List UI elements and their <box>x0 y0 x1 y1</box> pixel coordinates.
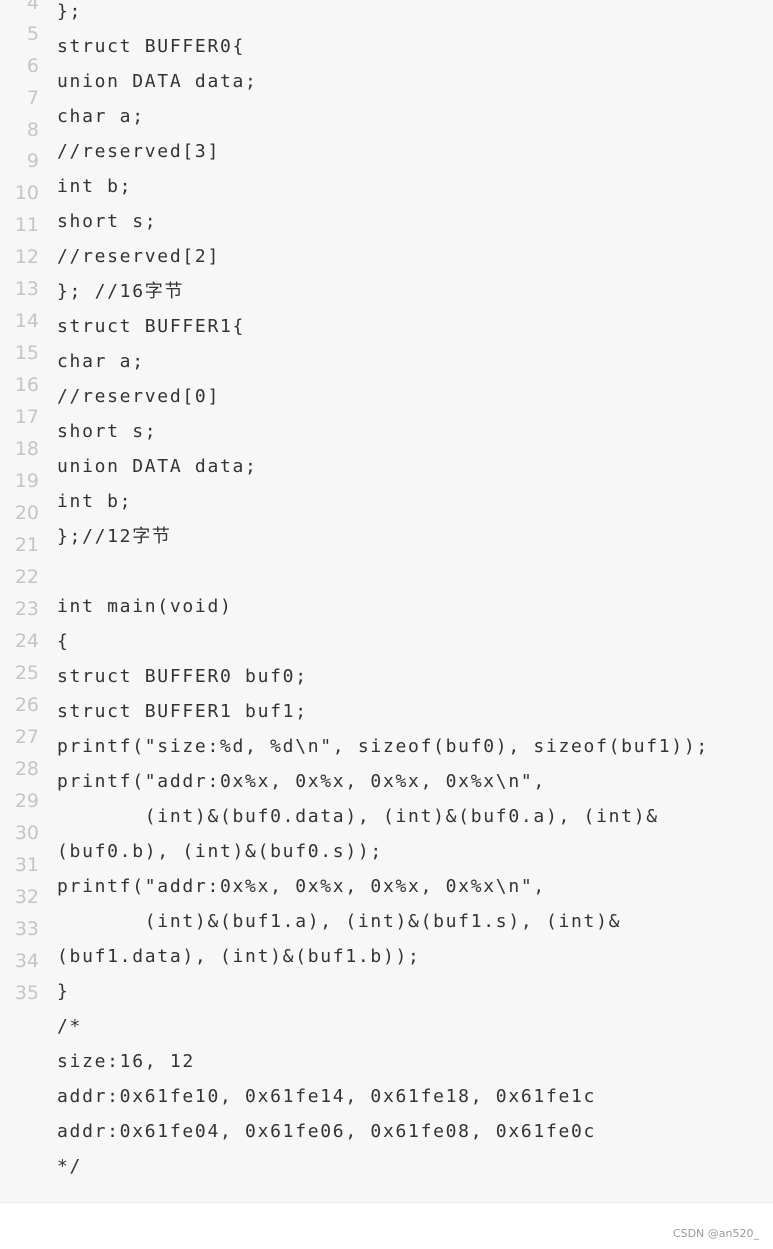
code-line: (int)&(buf0.data), (int)&(buf0.a), (int)… <box>57 806 659 827</box>
code-line: //reserved[2] <box>57 246 220 267</box>
line-number: 21 <box>14 534 39 556</box>
line-number: 24 <box>14 630 39 652</box>
csdn-watermark: CSDN @an520_ <box>672 1227 759 1240</box>
code-line: struct BUFFER0{ <box>57 36 246 57</box>
line-number: 33 <box>14 918 39 940</box>
line-number: 15 <box>14 342 39 364</box>
line-number: 16 <box>14 374 39 396</box>
line-number: 27 <box>14 726 39 748</box>
line-number: 25 <box>14 662 39 684</box>
code-line: */ <box>57 1156 83 1177</box>
line-number: 6 <box>26 55 39 77</box>
code-line: union DATA data; <box>57 71 258 92</box>
code-line: } <box>57 981 70 1002</box>
code-line: struct BUFFER1{ <box>57 316 246 337</box>
line-number: 28 <box>14 758 39 780</box>
line-number: 29 <box>14 790 39 812</box>
line-number: 9 <box>26 150 39 172</box>
code-line: (buf0.b), (int)&(buf0.s)); <box>57 841 383 862</box>
line-number: 17 <box>14 406 39 428</box>
line-number: 18 <box>14 438 39 460</box>
line-number: 19 <box>14 470 39 492</box>
line-number: 12 <box>14 246 39 268</box>
line-number: 8 <box>26 119 39 141</box>
code-line: int b; <box>57 491 133 512</box>
line-number: 30 <box>14 822 39 844</box>
line-number: 7 <box>26 87 39 109</box>
code-line: //reserved[3] <box>57 141 220 162</box>
line-number: 13 <box>14 278 39 300</box>
code-line: }; //16字节 <box>57 281 185 302</box>
code-line: struct BUFFER1 buf1; <box>57 701 308 722</box>
line-number: 20 <box>14 502 39 524</box>
line-number: 35 <box>14 982 39 1004</box>
code-line: //reserved[0] <box>57 386 220 407</box>
code-line: int main(void) <box>57 596 233 617</box>
line-number-gutter: 4 5 6 7 8 9 10 11 12 13 14 15 16 17 18 1… <box>0 0 45 1202</box>
code-line: { <box>57 631 70 652</box>
line-number: 34 <box>14 950 39 972</box>
code-line: char a; <box>57 106 145 127</box>
code-line: printf("addr:0x%x, 0x%x, 0x%x, 0x%x\n", <box>57 876 546 897</box>
code-line: printf("size:%d, %d\n", sizeof(buf0), si… <box>57 736 709 757</box>
line-number: 14 <box>14 310 39 332</box>
code-block: 4 5 6 7 8 9 10 11 12 13 14 15 16 17 18 1… <box>0 0 773 1203</box>
line-number: 11 <box>14 214 39 236</box>
line-number: 23 <box>14 598 39 620</box>
line-number: 32 <box>14 886 39 908</box>
line-number: 26 <box>14 694 39 716</box>
line-number: 10 <box>14 182 39 204</box>
code-line: };//12字节 <box>57 526 172 547</box>
line-number: 31 <box>14 854 39 876</box>
line-number: 4 <box>26 0 39 14</box>
line-number: 5 <box>26 23 39 45</box>
code-line: int b; <box>57 176 133 197</box>
code-line: (buf1.data), (int)&(buf1.b)); <box>57 946 421 967</box>
code-line: addr:0x61fe04, 0x61fe06, 0x61fe08, 0x61f… <box>57 1121 597 1142</box>
code-line: size:16, 12 <box>57 1051 195 1072</box>
code-line: (int)&(buf1.a), (int)&(buf1.s), (int)& <box>57 911 622 932</box>
line-number: 22 <box>14 566 39 588</box>
code-line: addr:0x61fe10, 0x61fe14, 0x61fe18, 0x61f… <box>57 1086 597 1107</box>
code-line: /* <box>57 1016 83 1037</box>
code-line: printf("addr:0x%x, 0x%x, 0x%x, 0x%x\n", <box>57 771 546 792</box>
code-line: union DATA data; <box>57 456 258 477</box>
code-line: short s; <box>57 421 158 442</box>
code-line: char a; <box>57 351 145 372</box>
code-line: }; <box>57 1 83 22</box>
code-line: short s; <box>57 211 158 232</box>
code-line: struct BUFFER0 buf0; <box>57 666 308 687</box>
